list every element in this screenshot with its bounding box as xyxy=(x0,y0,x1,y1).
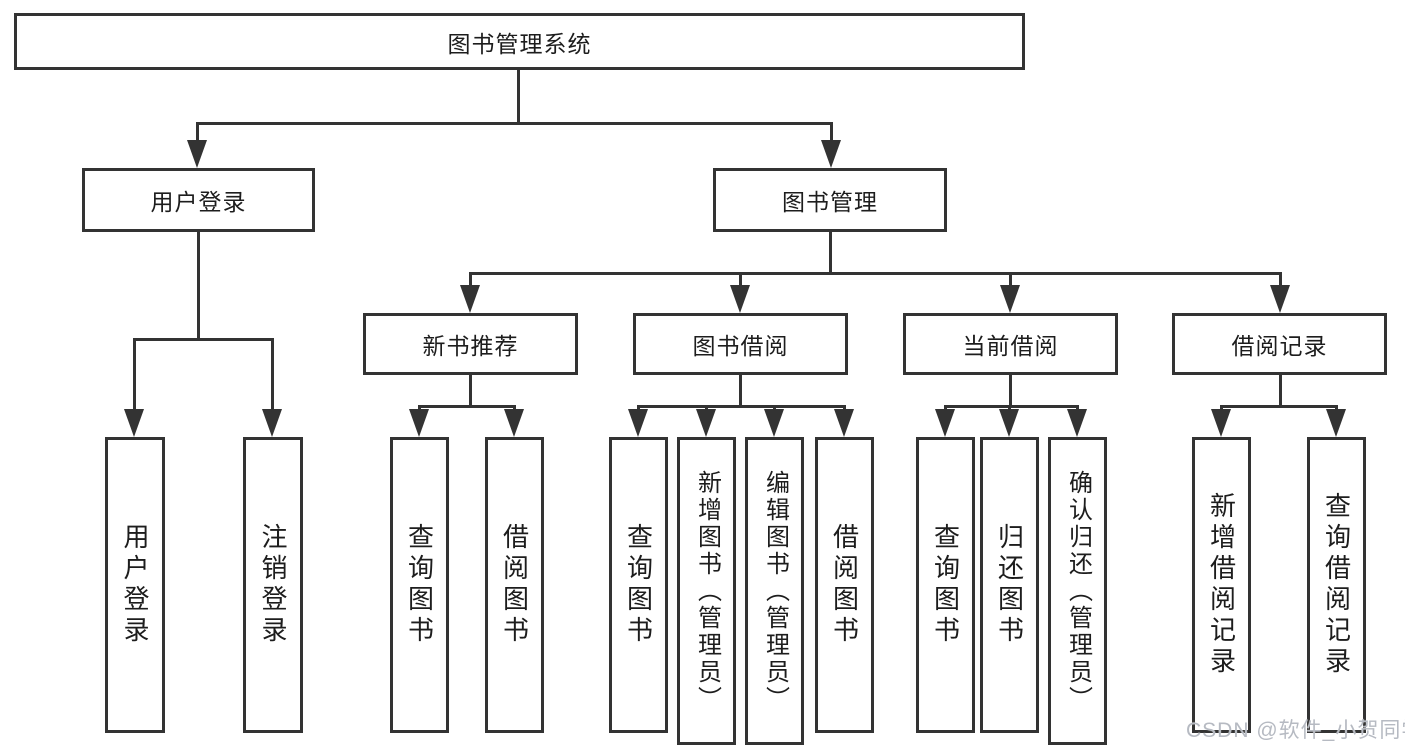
arrowhead-query-books-borrowing-icon xyxy=(628,409,648,437)
leaf-query-books-current-label: 查询图书 xyxy=(930,523,961,647)
connector-drop-borrowing-records xyxy=(1279,272,1282,290)
node-new-book-recommendation-label: 新书推荐 xyxy=(422,333,519,359)
connector-drop-book-borrowing xyxy=(739,272,742,290)
leaf-add-borrow-record-label: 新增借阅记录 xyxy=(1206,492,1237,678)
connector-user-login-bus xyxy=(133,338,274,341)
node-book-borrowing: 图书借阅 xyxy=(633,313,848,375)
node-root: 图书管理系统 xyxy=(14,13,1025,70)
leaf-borrow-books-borrowing-label: 借阅图书 xyxy=(829,523,860,647)
connector-drop-leaf-user-login xyxy=(133,338,136,413)
connector-level2-bus xyxy=(469,272,1282,275)
connector-borrowing-records-bus xyxy=(1220,405,1338,408)
leaf-query-books-borrowing-label: 查询图书 xyxy=(623,523,654,647)
node-new-book-recommendation: 新书推荐 xyxy=(363,313,578,375)
arrowhead-add-borrow-record-icon xyxy=(1211,409,1231,437)
leaf-user-login: 用户登录 xyxy=(105,437,165,733)
leaf-logout-label: 注销登录 xyxy=(258,523,288,647)
leaf-edit-books-admin-label: 编辑图书（管理员） xyxy=(761,469,789,713)
leaf-user-login-label: 用户登录 xyxy=(120,523,150,647)
leaf-query-books-borrowing: 查询图书 xyxy=(609,437,668,733)
connector-drop-user-login xyxy=(196,122,199,144)
arrowhead-current-borrowing-icon xyxy=(1000,285,1020,313)
watermark: CSDN @软件_小贺同学 xyxy=(1186,719,1405,742)
connector-current-borrowing-stem xyxy=(1009,373,1012,408)
arrowhead-query-books-recommend-icon xyxy=(409,409,429,437)
arrowhead-confirm-return-icon xyxy=(1067,409,1087,437)
arrowhead-borrow-books-borrowing-icon xyxy=(834,409,854,437)
leaf-query-books-recommend: 查询图书 xyxy=(390,437,449,733)
arrowhead-new-book-icon xyxy=(460,285,480,313)
leaf-query-borrow-record-label: 查询借阅记录 xyxy=(1321,492,1352,678)
leaf-query-books-recommend-label: 查询图书 xyxy=(404,523,435,647)
leaf-add-books-admin-label: 新增图书（管理员） xyxy=(693,469,721,713)
node-borrowing-records: 借阅记录 xyxy=(1172,313,1387,375)
leaf-borrow-books-borrowing: 借阅图书 xyxy=(815,437,874,733)
connector-book-borrowing-bus xyxy=(637,405,846,408)
leaf-query-books-current: 查询图书 xyxy=(916,437,975,733)
connector-book-borrowing-stem xyxy=(739,373,742,408)
leaf-add-books-admin: 新增图书（管理员） xyxy=(677,437,736,745)
node-current-borrowing-label: 当前借阅 xyxy=(962,333,1059,359)
node-user-login: 用户登录 xyxy=(82,168,315,232)
connector-root-stem xyxy=(517,68,520,125)
arrowhead-user-login-icon xyxy=(187,140,207,168)
arrowhead-borrow-books-recommend-icon xyxy=(504,409,524,437)
arrowhead-book-borrowing-icon xyxy=(730,285,750,313)
arrowhead-leaf-user-login-icon xyxy=(124,409,144,437)
node-current-borrowing: 当前借阅 xyxy=(903,313,1118,375)
connector-user-login-stem xyxy=(197,230,200,340)
leaf-confirm-return-admin: 确认归还（管理员） xyxy=(1048,437,1107,745)
connector-book-management-stem xyxy=(829,230,832,275)
leaf-return-books-label: 归还图书 xyxy=(994,523,1025,647)
leaf-borrow-books-recommend-label: 借阅图书 xyxy=(499,523,530,647)
leaf-confirm-return-admin-label: 确认归还（管理员） xyxy=(1064,469,1092,713)
arrowhead-edit-books-admin-icon xyxy=(764,409,784,437)
leaf-borrow-books-recommend: 借阅图书 xyxy=(485,437,544,733)
connector-drop-new-book xyxy=(469,272,472,290)
connector-drop-book-management xyxy=(830,122,833,144)
leaf-query-borrow-record: 查询借阅记录 xyxy=(1307,437,1366,733)
arrowhead-leaf-logout-icon xyxy=(262,409,282,437)
leaf-add-borrow-record: 新增借阅记录 xyxy=(1192,437,1251,733)
connector-current-borrowing-bus xyxy=(944,405,1079,408)
arrowhead-book-management-icon xyxy=(821,140,841,168)
arrowhead-add-books-admin-icon xyxy=(696,409,716,437)
arrowhead-query-books-current-icon xyxy=(935,409,955,437)
node-book-management: 图书管理 xyxy=(713,168,947,232)
arrowhead-return-books-icon xyxy=(999,409,1019,437)
connector-new-book-bus xyxy=(418,405,516,408)
node-book-management-label: 图书管理 xyxy=(782,189,878,215)
node-borrowing-records-label: 借阅记录 xyxy=(1231,333,1328,359)
node-root-label: 图书管理系统 xyxy=(447,30,592,57)
connector-drop-current-borrowing xyxy=(1009,272,1012,290)
connector-level1-bus xyxy=(196,122,833,125)
leaf-edit-books-admin: 编辑图书（管理员） xyxy=(745,437,804,745)
connector-borrowing-records-stem xyxy=(1279,373,1282,408)
leaf-logout: 注销登录 xyxy=(243,437,303,733)
connector-new-book-stem xyxy=(469,373,472,408)
node-book-borrowing-label: 图书借阅 xyxy=(692,333,789,359)
arrowhead-borrowing-records-icon xyxy=(1270,285,1290,313)
connector-drop-leaf-logout xyxy=(271,338,274,413)
leaf-return-books: 归还图书 xyxy=(980,437,1039,733)
arrowhead-query-borrow-record-icon xyxy=(1326,409,1346,437)
node-user-login-label: 用户登录 xyxy=(150,189,247,215)
